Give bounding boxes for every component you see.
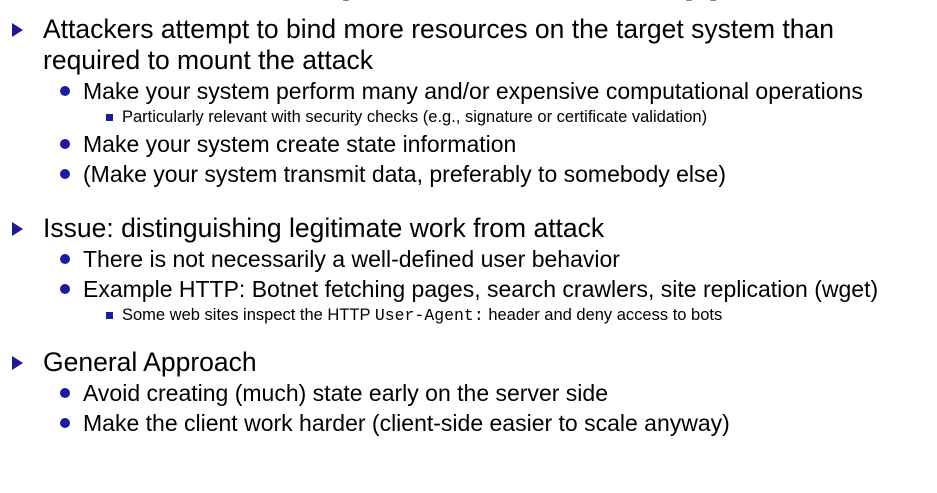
bullet-level2-user-behavior: There is not necessarily a well-defined … <box>0 244 937 274</box>
triangle-bullet-icon <box>12 23 23 37</box>
bullet-level3-security-checks-text: Particularly relevant with security chec… <box>122 108 708 126</box>
bullet-level2-client-work-harder-text: Make the client work harder (client-side… <box>83 410 730 436</box>
user-agent-header-code: User-Agent: <box>374 306 484 325</box>
slide-title-clipped: Resource Depletion: General Approach <box>0 0 937 6</box>
bullet-level2-computational-ops-text: Make your system perform many and/or exp… <box>83 78 863 104</box>
circle-bullet-icon <box>60 139 70 149</box>
bullet-level3-security-checks: Particularly relevant with security chec… <box>0 106 937 129</box>
bullet-level3-user-agent-header: Some web sites inspect the HTTP User-Age… <box>0 304 937 327</box>
bullet-level2-transmit-data-text: (Make your system transmit data, prefera… <box>83 161 726 187</box>
bullet-level2-example-http: Example HTTP: Botnet fetching pages, sea… <box>0 274 937 304</box>
bullet-level2-client-work-harder: Make the client work harder (client-side… <box>0 408 937 438</box>
bullet-level2-computational-ops: Make your system perform many and/or exp… <box>0 76 937 106</box>
triangle-bullet-icon <box>12 356 23 370</box>
triangle-bullet-icon <box>12 222 23 236</box>
bullet-level1-attackers-text: Attackers attempt to bind more resources… <box>43 14 834 75</box>
square-bullet-icon <box>106 114 113 121</box>
square-bullet-icon <box>106 312 113 319</box>
bullet-level1-issue-distinguishing: Issue: distinguishing legitimate work fr… <box>0 213 937 244</box>
bullet-level2-state-information-text: Make your system create state informatio… <box>83 131 517 157</box>
bullet-level2-example-http-text: Example HTTP: Botnet fetching pages, sea… <box>83 276 879 302</box>
block-spacer <box>0 189 937 213</box>
user-agent-suffix-text: header and deny access to bots <box>483 306 723 324</box>
bullet-level1-general-approach-text: General Approach <box>43 347 257 377</box>
circle-bullet-icon <box>60 284 70 294</box>
circle-bullet-icon <box>60 86 70 96</box>
circle-bullet-icon <box>60 169 70 179</box>
bullet-level1-general-approach: General Approach <box>0 347 937 378</box>
circle-bullet-icon <box>60 388 70 398</box>
bullet-level2-avoid-state: Avoid creating (much) state early on the… <box>0 378 937 408</box>
bullet-level1-attackers: Attackers attempt to bind more resources… <box>0 14 937 76</box>
bullet-level1-issue-distinguishing-text: Issue: distinguishing legitimate work fr… <box>43 213 605 243</box>
circle-bullet-icon <box>60 254 70 264</box>
block-spacer <box>0 327 937 347</box>
slide-title-text: Resource Depletion: General Approach <box>0 0 937 2</box>
bullet-level2-avoid-state-text: Avoid creating (much) state early on the… <box>83 380 608 406</box>
user-agent-prefix-text: Some web sites inspect the HTTP <box>122 306 375 324</box>
bullet-level2-user-behavior-text: There is not necessarily a well-defined … <box>83 246 620 272</box>
bullet-level2-state-information: Make your system create state informatio… <box>0 129 937 159</box>
slide-body: Attackers attempt to bind more resources… <box>0 14 937 438</box>
bullet-level2-transmit-data: (Make your system transmit data, prefera… <box>0 159 937 189</box>
circle-bullet-icon <box>60 418 70 428</box>
